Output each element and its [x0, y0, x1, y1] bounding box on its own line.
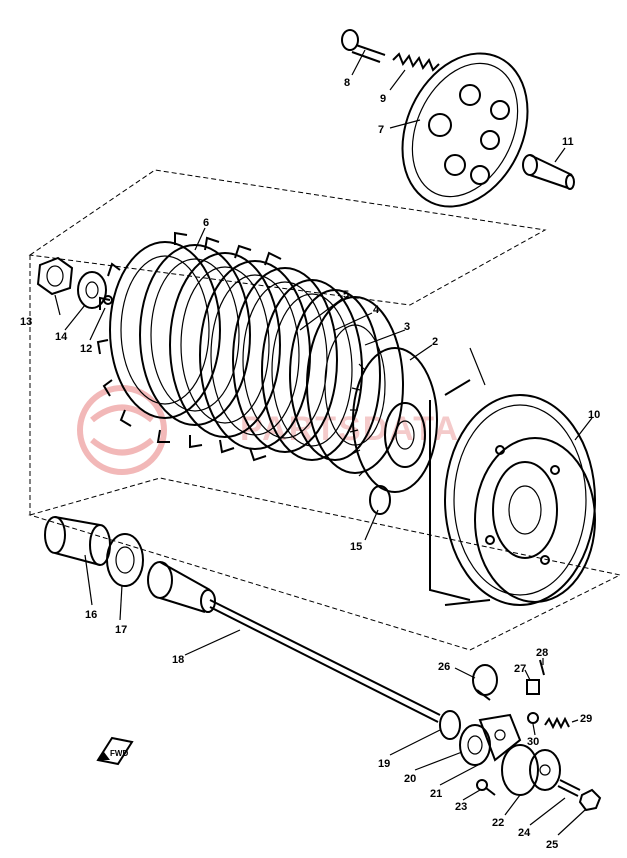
label-part-27: 27: [514, 663, 526, 675]
part-22-lever-cover: [501, 744, 561, 796]
label-part-13: 13: [20, 316, 32, 328]
part-25-nut: [578, 788, 602, 812]
part-10-o-ring: [474, 437, 596, 603]
label-part-24: 24: [518, 827, 531, 839]
part-12-lock-washer: [103, 295, 113, 305]
label-part-19: 19: [378, 758, 390, 770]
label-part-18: 18: [172, 654, 184, 666]
label-part-8: 8: [344, 77, 350, 89]
part-19-oil-seal: [439, 710, 461, 740]
clutch-pack-group: [36, 231, 596, 606]
part-labels: 8 9 7 11 6 13 14 12 5 4 3 2 10 15 16 17 …: [20, 77, 600, 851]
part-14-washer: [77, 271, 107, 309]
label-part-21: 21: [430, 788, 442, 800]
part-15-thrust-washer: [369, 485, 391, 515]
part-17-washer: [106, 533, 144, 587]
pressure-plate-group: [341, 29, 575, 208]
part-26-cap: [472, 664, 498, 701]
label-part-9: 9: [380, 93, 386, 105]
leader-lines: [54, 49, 593, 836]
part-30-circlip: [527, 712, 539, 724]
part-23-screw: [476, 779, 496, 796]
push-lever-group: FWD: [44, 516, 602, 812]
label-part-11: 11: [562, 136, 574, 148]
part-7-pressure-plate: [401, 52, 529, 208]
part-27-adjuster: [526, 679, 540, 695]
part-16-bush: [44, 516, 111, 566]
label-part-17: 17: [115, 624, 127, 636]
part-5-steel-plates: [232, 267, 363, 461]
part-28-pin: [539, 659, 545, 676]
label-part-30: 30: [527, 736, 539, 748]
label-part-4: 4: [373, 304, 380, 316]
part-29-spring: [544, 716, 570, 730]
part-1-clutch-housing: [429, 379, 596, 606]
label-part-6: 6: [203, 217, 209, 229]
label-part-23: 23: [455, 801, 467, 813]
part-2-clutch-boss: [349, 347, 438, 493]
label-part-5: 5: [343, 289, 349, 301]
fwd-label: FWD: [110, 749, 128, 758]
fwd-indicator: FWD: [96, 736, 134, 766]
label-part-29: 29: [580, 713, 592, 725]
part-4-cushion-ring: [289, 289, 381, 461]
label-part-15: 15: [350, 541, 362, 553]
part-20-lever-housing: [459, 724, 491, 766]
part-9-spring: [392, 52, 440, 72]
label-part-16: 16: [85, 609, 97, 621]
label-part-3: 3: [404, 321, 410, 333]
label-part-25: 25: [546, 839, 558, 851]
label-part-7: 7: [378, 124, 384, 136]
part-18-push-rod: [147, 561, 441, 723]
part-24-bolt: [557, 779, 581, 797]
part-13-nut: [36, 256, 74, 296]
part-11-push-rod: [522, 154, 575, 190]
assembly-guide-lines: [28, 169, 622, 651]
part-21-push-lever: [478, 713, 522, 762]
label-part-12: 12: [80, 343, 92, 355]
label-part-14: 14: [55, 331, 68, 343]
label-part-20: 20: [404, 773, 416, 785]
part-8-bolt: [341, 29, 386, 63]
label-part-22: 22: [492, 817, 504, 829]
label-part-26: 26: [438, 661, 450, 673]
label-part-28: 28: [536, 647, 548, 659]
label-part-2: 2: [432, 336, 438, 348]
label-part-10: 10: [588, 409, 600, 421]
